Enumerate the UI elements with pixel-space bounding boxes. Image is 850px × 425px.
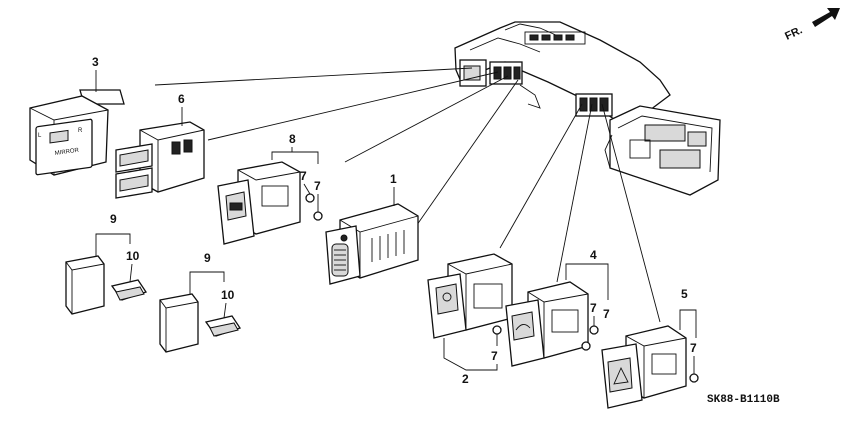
callout-2: 2 xyxy=(462,372,469,386)
part-6-double-switch: 6 xyxy=(115,92,205,199)
part-3-mirror-switch: L R MIRROR 3 xyxy=(29,55,125,176)
diagram-code: SK88-B1110B xyxy=(707,394,780,406)
callout-7-c: 7 xyxy=(491,349,498,363)
callout-7-e: 7 xyxy=(603,307,610,321)
front-direction-indicator: FR. xyxy=(783,8,840,43)
part-5-hazard-switch: 5 7 xyxy=(601,287,699,409)
screw-icon xyxy=(589,325,599,335)
leader-lines xyxy=(154,67,661,323)
callout-8: 8 xyxy=(289,132,296,146)
callout-7-f: 7 xyxy=(690,341,697,355)
screw-icon xyxy=(689,373,699,383)
part-4-switch: 4 7 7 xyxy=(505,248,610,367)
part-8-switch: 8 7 7 xyxy=(217,132,323,245)
screw-icon xyxy=(581,341,591,351)
screw-icon xyxy=(305,193,315,203)
callout-7-b: 7 xyxy=(314,179,321,193)
callout-4: 4 xyxy=(590,248,597,262)
callout-7-a: 7 xyxy=(300,169,307,183)
part-1-dimmer-switch: 1 xyxy=(325,172,419,285)
mirror-switch-text: MIRROR xyxy=(54,148,80,157)
callout-1: 1 xyxy=(390,172,397,186)
callout-10-a: 10 xyxy=(126,249,140,263)
callout-10-b: 10 xyxy=(221,288,235,302)
front-arrow-icon xyxy=(812,8,840,27)
screw-icon xyxy=(313,211,323,221)
callout-5: 5 xyxy=(681,287,688,301)
callout-9-a: 9 xyxy=(110,212,117,226)
mirror-left-letter: L xyxy=(38,133,42,139)
callout-7-d: 7 xyxy=(590,301,597,315)
dashboard-assembly xyxy=(454,21,721,196)
callout-3: 3 xyxy=(92,55,99,69)
part-9-10-lower: 9 10 xyxy=(159,251,242,353)
part-9-10-upper: 9 10 xyxy=(65,212,148,315)
mirror-right-letter: R xyxy=(78,128,83,134)
screw-icon xyxy=(492,325,502,335)
direction-label: FR. xyxy=(783,24,804,42)
part-2-switch: 7 2 xyxy=(427,253,513,386)
callout-6: 6 xyxy=(178,92,185,106)
callout-9-b: 9 xyxy=(204,251,211,265)
